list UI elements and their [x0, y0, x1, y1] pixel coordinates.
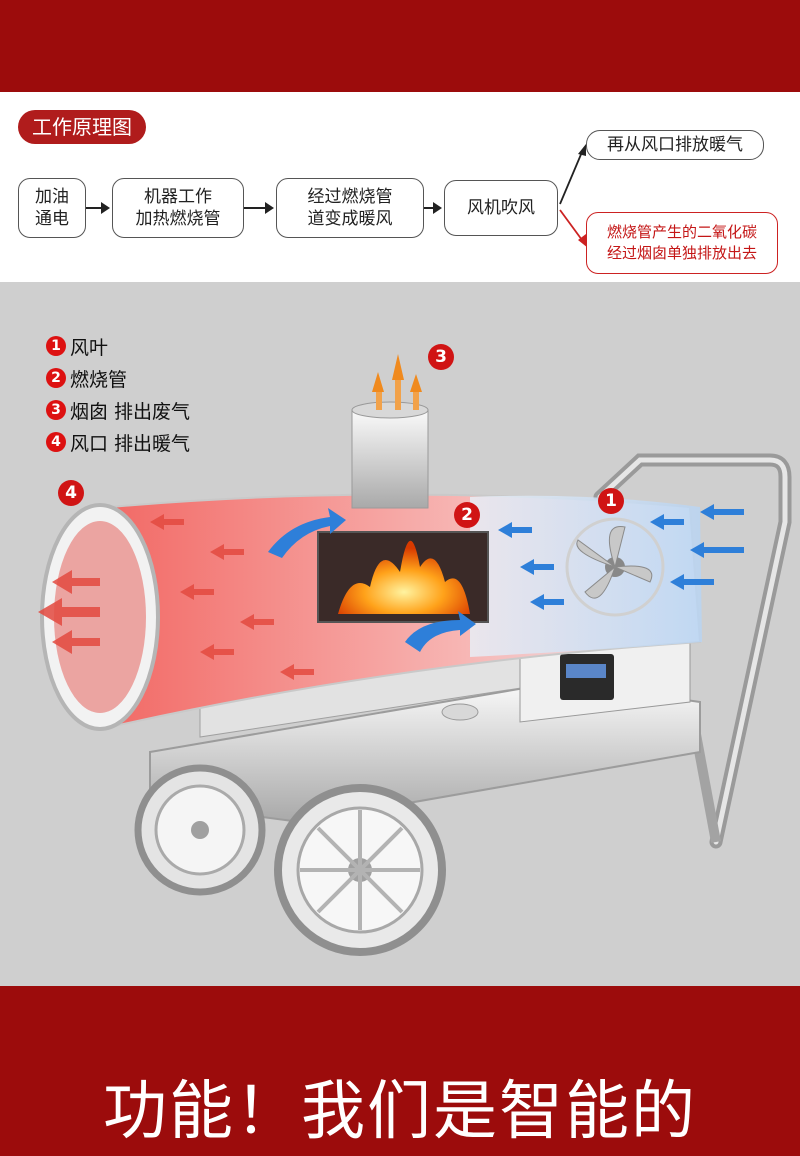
heater-illustration [38, 354, 792, 956]
arrow-icon [244, 202, 274, 214]
heater-diagram: 1 风叶 2 燃烧管 3 烟囱 排出废气 4 风口 排出暖气 1 2 3 4 [0, 282, 800, 986]
step-label: 机器工作 加热燃烧管 [135, 187, 221, 229]
top-banner [0, 0, 800, 92]
component-legend: 1 风叶 2 燃烧管 3 烟囱 排出废气 4 风口 排出暖气 [46, 330, 190, 458]
legend-item: 2 燃烧管 [46, 362, 190, 394]
step-label: 加油 通电 [35, 187, 69, 229]
step-warm-air: 经过燃烧管 道变成暖风 [276, 178, 424, 238]
legend-item: 1 风叶 [46, 330, 190, 362]
fan-icon [576, 526, 653, 599]
bottom-title: 功能！我们是智能的 [103, 1075, 697, 1149]
combustion-window [317, 531, 489, 623]
flame-icon [338, 540, 470, 614]
legend-item: 3 烟囱 排出废气 [46, 394, 190, 426]
result-exhaust-output: 燃烧管产生的二氧化碳 经过烟囱单独排放出去 [586, 212, 778, 274]
legend-label: 风口 排出暖气 [70, 432, 191, 455]
callout-burner: 2 [454, 502, 480, 528]
step-fan-blowing: 风机吹风 [444, 180, 558, 236]
step-machine-heating: 机器工作 加热燃烧管 [112, 178, 244, 238]
result-exhaust-label: 燃烧管产生的二氧化碳 经过烟囱单独排放出去 [606, 223, 757, 262]
callout-chimney: 3 [428, 344, 454, 370]
legend-item: 4 风口 排出暖气 [46, 426, 190, 458]
barrel-body [40, 493, 702, 731]
legend-number: 4 [46, 432, 66, 452]
branch-arrows-icon [559, 144, 588, 248]
fan-blade [565, 517, 665, 617]
callout-outlet: 4 [58, 480, 84, 506]
working-principle-flow: 工作原理图 加油 通电 机器工作 加热燃烧管 经过燃烧管 道变成暖风 风机吹风 … [0, 92, 800, 282]
legend-number: 3 [46, 400, 66, 420]
legend-label: 烟囱 排出废气 [70, 400, 191, 423]
step-label: 风机吹风 [467, 198, 535, 218]
warm-air-arrows-icon [38, 514, 314, 680]
fuel-cap-icon [441, 703, 479, 721]
callout-fan: 1 [598, 488, 624, 514]
arrow-icon [424, 202, 442, 214]
chimney [351, 354, 429, 509]
section-title: 工作原理图 [18, 110, 146, 144]
legend-number: 2 [46, 368, 66, 388]
result-warm-air-output: 再从风口排放暖气 [586, 130, 764, 160]
bottom-banner: 功能！我们是智能的 [0, 986, 800, 1156]
arrow-icon [86, 202, 110, 214]
legend-number: 1 [46, 336, 66, 356]
step-label: 经过燃烧管 道变成暖风 [307, 187, 393, 229]
step-refuel-power: 加油 通电 [18, 178, 86, 238]
control-panel [519, 633, 691, 723]
exhaust-arrows-icon [372, 354, 422, 392]
wheels [134, 764, 446, 956]
cool-air-arrows-icon [268, 504, 744, 652]
legend-label: 风叶 [70, 336, 109, 359]
airflow-arrows [38, 504, 744, 680]
legend-label: 燃烧管 [70, 368, 128, 391]
